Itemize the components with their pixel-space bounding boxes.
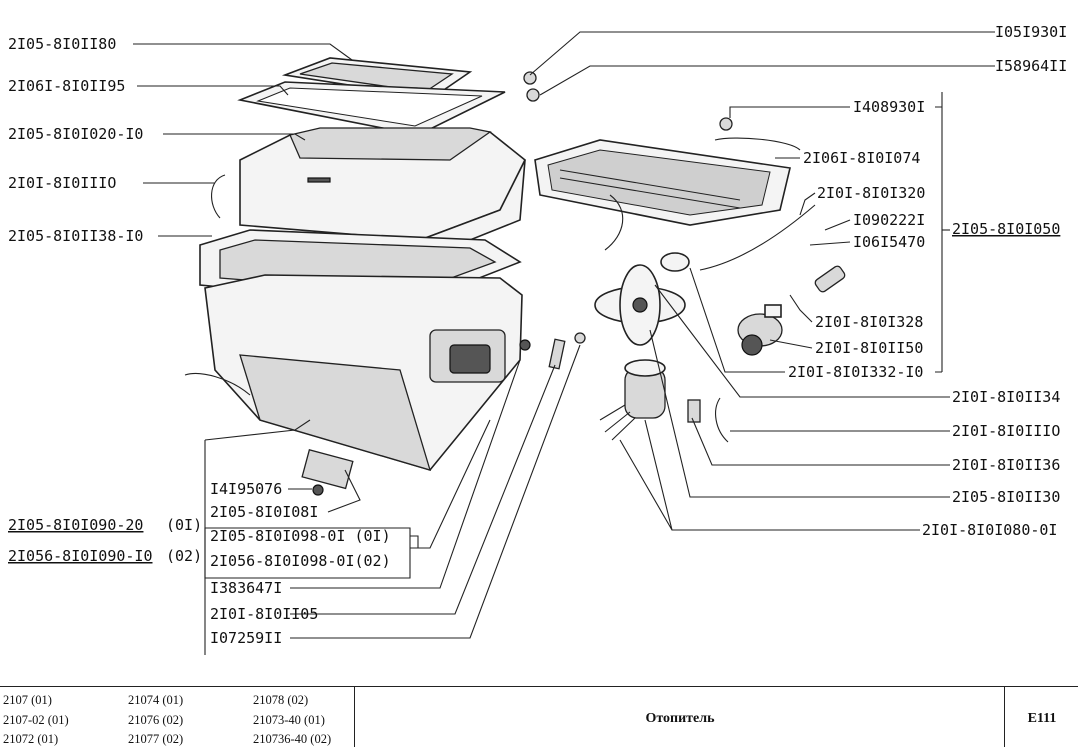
label-21056-8101090-10-suffix: (02)	[166, 547, 202, 565]
upper-housing-part	[239, 127, 527, 241]
title-block: 2107 (01) 21074 (01) 21078 (02) 2107-02 …	[0, 686, 1078, 747]
label-1072591: I07259II	[210, 629, 282, 647]
section-title: Отопитель	[645, 711, 715, 726]
model-list: 2107 (01) 21074 (01) 21078 (02) 2107-02 …	[0, 687, 355, 747]
model-cell: 21078 (02)	[253, 693, 309, 707]
label-2105-8101180: 2I05-8I0II80	[8, 35, 116, 53]
label-2105-8101090-20-suffix: (0I)	[166, 516, 202, 534]
label-2101-8101105: 2I0I-8I0II05	[210, 605, 318, 623]
label-2105-8101081: 2I05-8I0I08I	[210, 503, 318, 521]
model-cell: 21073-40 (01)	[253, 713, 325, 727]
leader-lines	[133, 31, 995, 655]
label-2105-8101090-20: 2I05-8I0I090-20	[8, 516, 143, 534]
fan-impeller-part	[594, 264, 686, 346]
model-cell: 21076 (02)	[128, 713, 184, 727]
label-2101-8101110-right: 2I0I-8I0IIIO	[952, 422, 1060, 440]
label-21056-8101098-01: 2I056-8I0I098-0I(02)	[210, 552, 391, 570]
model-cell: 2107-02 (01)	[3, 713, 69, 727]
heater-exploded-diagram: 2I05-8I0II80 2I06I-8I0II95 2I05-8I0I020-…	[8, 23, 1067, 655]
label-1051930: I05I930I	[995, 23, 1067, 41]
model-cell: 21074 (01)	[128, 693, 184, 707]
model-cell: 21077 (02)	[128, 732, 184, 746]
section-code: E111	[1027, 711, 1057, 726]
label-1090222: I090222I	[853, 211, 925, 229]
label-2105-8101020-10: 2I05-8I0I020-I0	[8, 125, 143, 143]
part-number-labels: 2I05-8I0II80 2I06I-8I0II95 2I05-8I0I020-…	[8, 23, 1067, 647]
label-2101-8101110-left: 2I0I-8I0IIIO	[8, 174, 116, 192]
model-cell: 2107 (01)	[3, 693, 52, 707]
label-2105-8101130: 2I05-8I0II30	[952, 488, 1060, 506]
label-1383647: I383647I	[210, 579, 282, 597]
label-2101-8101080-01: 2I0I-8I0I080-0I	[922, 521, 1057, 539]
label-1589641: I58964II	[995, 57, 1067, 75]
label-21056-8101090-10: 2I056-8I0I090-I0	[8, 547, 153, 565]
label-21061-8101074: 2I06I-8I0I074	[803, 149, 920, 167]
lower-housing-part	[184, 274, 523, 471]
label-2101-8101150: 2I0I-8I0II50	[815, 339, 923, 357]
electric-motor-part	[599, 359, 666, 441]
label-2101-8101332-10: 2I0I-8I0I332-I0	[788, 363, 923, 381]
gasket-part	[660, 252, 690, 272]
radiator-part	[534, 137, 801, 251]
model-cell: 21072 (01)	[3, 732, 59, 746]
label-1419507: I4I95076	[210, 480, 282, 498]
label-2101-8101328: 2I0I-8I0I328	[815, 313, 923, 331]
label-2105-8101138-10: 2I05-8I0II38-I0	[8, 227, 143, 245]
heater-valve-part	[737, 304, 783, 356]
label-2105-8101098-01: 2I05-8I0I098-0I (0I)	[210, 527, 391, 545]
label-2101-8101134: 2I0I-8I0II34	[952, 388, 1060, 406]
model-cell: 210736-40 (02)	[253, 732, 332, 746]
label-1061547: I06I5470	[853, 233, 925, 251]
label-2105-8101050: 2I05-8I0I050	[952, 220, 1060, 238]
seal-frame-part	[237, 81, 506, 136]
label-2101-8101320: 2I0I-8I0I320	[817, 184, 925, 202]
label-21061-8101195: 2I06I-8I0II95	[8, 77, 125, 95]
section-title-box: Отопитель	[356, 687, 1005, 747]
label-1408930: I408930I	[853, 98, 925, 116]
label-2101-8101136: 2I0I-8I0II36	[952, 456, 1060, 474]
heater-parts-illustration	[184, 57, 846, 496]
